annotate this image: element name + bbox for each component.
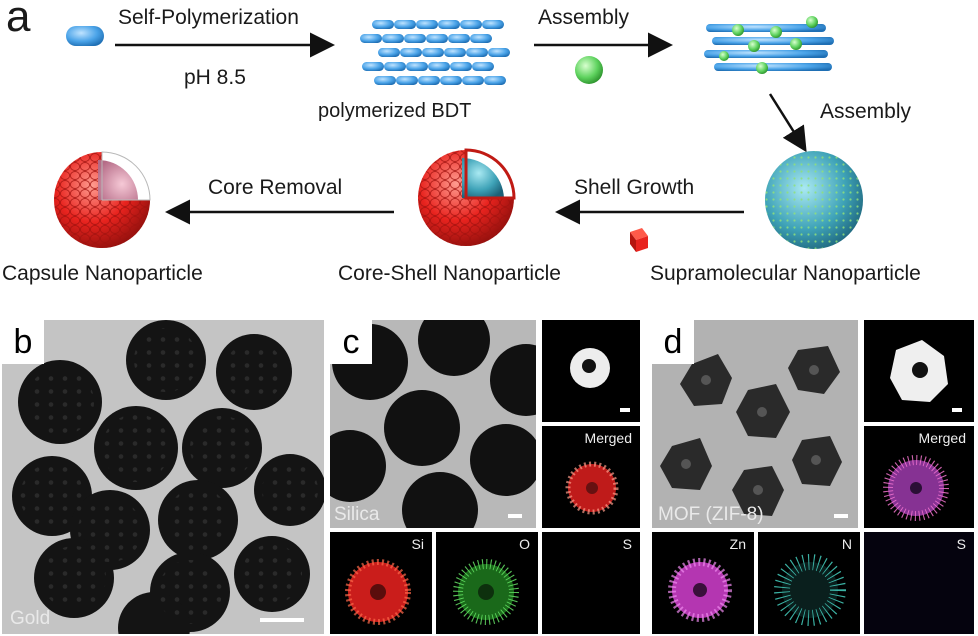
panel-d-zn-map: Zn bbox=[652, 532, 754, 634]
panel-c-si-map: Si bbox=[330, 532, 432, 634]
label-shell-growth: Shell Growth bbox=[574, 176, 695, 199]
scale-bar bbox=[834, 514, 848, 518]
panel-label-c: c bbox=[330, 320, 372, 364]
green-sphere bbox=[575, 56, 603, 84]
arrow-assembly-2 bbox=[768, 93, 807, 153]
panel-c-sem-image bbox=[542, 320, 640, 422]
label-core-removal: Core Removal bbox=[208, 176, 343, 199]
element-label-zn: Zn bbox=[729, 536, 746, 552]
panel-d-sem-image bbox=[864, 320, 974, 422]
merged-label: Merged bbox=[918, 430, 966, 446]
label-core-shell: Core-Shell Nanoparticle bbox=[338, 262, 561, 285]
red-cube bbox=[630, 228, 648, 252]
panel-label-d: d bbox=[652, 320, 694, 364]
mof-particles bbox=[660, 346, 842, 516]
merged-label: Merged bbox=[584, 430, 632, 446]
panel-c-s-map: S bbox=[542, 532, 640, 634]
scale-bar bbox=[620, 408, 630, 412]
scheme-graphics bbox=[54, 16, 863, 252]
panel-label-a: a bbox=[6, 0, 31, 41]
panel-d-merged-map: Merged bbox=[864, 426, 974, 528]
panel-b-tem-image: b Gold bbox=[2, 320, 324, 634]
element-label-s: S bbox=[622, 536, 632, 552]
panel-c-merged-map: Merged bbox=[542, 426, 640, 528]
bdt-monomer bbox=[66, 26, 104, 46]
panel-c-o-map: O bbox=[436, 532, 538, 634]
label-ph: pH 8.5 bbox=[184, 66, 246, 89]
scale-bar bbox=[952, 408, 962, 412]
panel-d-s-map: S bbox=[864, 532, 974, 634]
label-assembly-2: Assembly bbox=[820, 100, 912, 123]
polymer-chains bbox=[360, 20, 510, 85]
capsule-nanoparticle bbox=[54, 151, 151, 248]
panel-c-tem-image: c Silica bbox=[330, 320, 536, 528]
material-label-mof: MOF (ZIF-8) bbox=[658, 504, 764, 525]
label-assembly-1: Assembly bbox=[538, 6, 630, 29]
element-label-si: Si bbox=[411, 536, 424, 552]
panel-d-n-map: N bbox=[758, 532, 860, 634]
material-label-gold: Gold bbox=[10, 608, 51, 629]
scale-bar bbox=[260, 618, 304, 622]
label-self-polymerization: Self-Polymerization bbox=[118, 6, 299, 29]
label-polymerized-bdt: polymerized BDT bbox=[318, 100, 472, 122]
gold-capsules bbox=[12, 320, 324, 634]
label-capsule: Capsule Nanoparticle bbox=[2, 262, 203, 285]
panel-label-b: b bbox=[2, 320, 44, 364]
element-label-n: N bbox=[841, 536, 852, 552]
material-label-silica: Silica bbox=[334, 504, 380, 525]
element-label-o: O bbox=[519, 536, 530, 552]
scale-bar bbox=[508, 514, 522, 518]
label-supramolecular: Supramolecular Nanoparticle bbox=[650, 262, 921, 285]
core-shell-nanoparticle bbox=[418, 148, 516, 246]
panel-d-tem-image: d MOF (ZIF-8) bbox=[652, 320, 858, 528]
element-label-s: S bbox=[956, 536, 966, 552]
assembled-stack bbox=[704, 16, 834, 74]
